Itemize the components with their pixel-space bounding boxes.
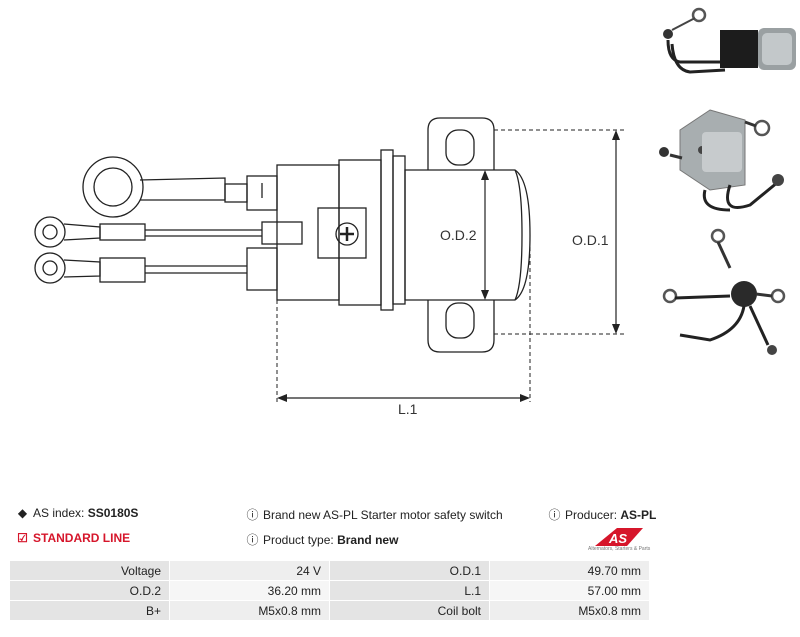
spec-key: L.1 <box>329 580 490 601</box>
description: ⓘ Brand new AS-PL Starter motor safety sw… <box>246 506 503 523</box>
spec-key: O.D.2 <box>9 580 170 601</box>
product-photo-2 <box>659 109 784 212</box>
standard-line-label: STANDARD LINE <box>33 531 131 545</box>
table-row: B+ M5x0.8 mm Coil bolt M5x0.8 mm <box>9 600 650 621</box>
spec-value: M5x0.8 mm <box>489 600 650 621</box>
logo-subtext: Alternators, Starters & Parts <box>588 546 651 552</box>
producer-label: Producer: <box>565 508 618 522</box>
spec-key: Voltage <box>9 560 170 581</box>
od1-label: O.D.1 <box>572 232 609 248</box>
od2-label: O.D.2 <box>440 227 477 243</box>
spec-value: 36.20 mm <box>169 580 330 601</box>
description-text: Brand new AS-PL Starter motor safety swi… <box>263 508 503 522</box>
spec-value: M5x0.8 mm <box>169 600 330 621</box>
spec-key: B+ <box>9 600 170 621</box>
spec-value: 57.00 mm <box>489 580 650 601</box>
info-icon: ⓘ <box>246 533 259 547</box>
product-photo-1 <box>663 7 796 74</box>
producer-value: AS-PL <box>620 508 657 522</box>
spec-value: 24 V <box>169 560 330 581</box>
checkbox-icon: ☑ <box>17 531 28 545</box>
product-photos <box>659 7 796 355</box>
producer: ⓘ Producer: AS-PL <box>548 506 656 523</box>
spec-value: 49.70 mm <box>489 560 650 581</box>
tag-icon: ◆ <box>17 506 28 520</box>
product-type-label: Product type: <box>263 533 334 547</box>
spec-key: Coil bolt <box>329 600 490 621</box>
as-index: ◆ AS index: SS0180S <box>16 506 139 520</box>
standard-line: ☑ STANDARD LINE <box>16 531 130 545</box>
info-icon: ⓘ <box>548 508 561 522</box>
as-index-value: SS0180S <box>87 506 139 520</box>
product-type: ⓘ Product type: Brand new <box>246 531 398 548</box>
spec-key: O.D.1 <box>329 560 490 581</box>
product-type-value: Brand new <box>337 533 399 547</box>
product-photo-3 <box>662 228 786 355</box>
as-index-label: AS index: <box>33 506 85 520</box>
table-row: Voltage 24 V O.D.1 49.70 mm <box>9 560 650 581</box>
l1-label: L.1 <box>398 401 418 417</box>
technical-drawing: O.D.1 O.D.2 L.1 <box>34 117 625 417</box>
as-pl-logo: AS <box>595 528 643 546</box>
table-row: O.D.2 36.20 mm L.1 57.00 mm <box>9 580 650 601</box>
info-icon: ⓘ <box>246 508 259 522</box>
specs-table: Voltage 24 V O.D.1 49.70 mm O.D.2 36.20 … <box>9 560 650 621</box>
svg-text:AS: AS <box>608 531 627 546</box>
